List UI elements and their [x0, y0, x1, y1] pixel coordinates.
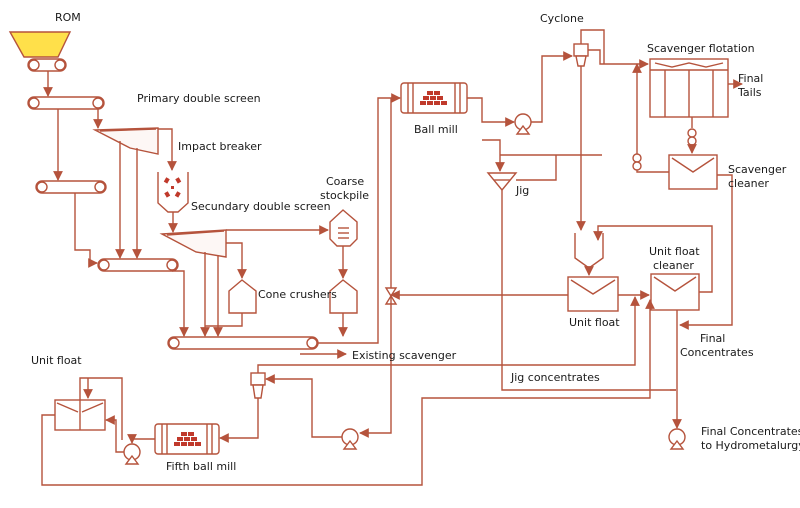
label-cone-crushers: Cone crushers: [258, 288, 337, 301]
conveyor-1: [27, 96, 105, 110]
cyclone-lower: [250, 372, 266, 399]
label-final-hydro-1: Final Concentrates: [701, 425, 800, 438]
conveyor-3: [97, 258, 179, 272]
pump-existing-scavenger: [341, 428, 359, 450]
cone-crusher-2: [329, 279, 358, 314]
label-final-hydro-2: to Hydrometalurgy: [701, 439, 800, 452]
label-unit-float-mid: Unit float: [569, 316, 620, 329]
unit-float-left-cell: [54, 399, 106, 431]
label-scavenger-cleaner-1: Scavenger: [728, 163, 787, 176]
label-existing-scavenger: Existing scavenger: [352, 349, 457, 362]
label-ball-mill: Ball mill: [414, 123, 458, 136]
label-secundary-double-screen: Secundary double screen: [191, 200, 331, 213]
label-jig-concentrates: Jig concentrates: [511, 371, 600, 384]
scavenger-valve: [687, 128, 697, 146]
label-final-concentrates-2: Concentrates: [680, 346, 754, 359]
impact-breaker: [157, 172, 189, 213]
scavenger-cleaner-valve: [632, 153, 642, 171]
coarse-stockpile-silo: [329, 209, 358, 247]
conveyor-2: [35, 180, 107, 194]
label-fifth-ball-mill: Fifth ball mill: [166, 460, 237, 473]
label-scavenger-cleaner-2: cleaner: [728, 177, 769, 190]
unit-float-cleaner-cell: [650, 273, 700, 311]
label-coarse-stockpile-1: Coarse: [326, 175, 365, 188]
rom-conveyor: [27, 58, 67, 72]
label-unit-float-cleaner-1: Unit float: [649, 245, 700, 258]
jig: [486, 172, 518, 192]
label-final-tails-1: Final: [738, 72, 764, 85]
label-unit-float-cleaner-2: cleaner: [653, 259, 694, 272]
scavenger-cleaner-cell: [668, 154, 718, 190]
label-scavenger-flotation: Scavenger flotation: [647, 42, 755, 55]
label-rom: ROM: [55, 11, 81, 24]
label-final-tails-2: Tails: [738, 86, 762, 99]
label-impact-breaker: Impact breaker: [178, 140, 262, 153]
unit-float-cell: [567, 276, 619, 312]
label-cyclone: Cyclone: [540, 12, 584, 25]
pump-ball-mill: [514, 113, 532, 135]
primary-double-screen: [92, 127, 159, 155]
cone-crusher-1: [228, 279, 257, 314]
label-coarse-stockpile-2: stockpile: [320, 189, 370, 202]
secundary-double-screen: [159, 229, 227, 258]
label-jig: Jig: [516, 184, 530, 197]
pump-final-concentrates: [668, 428, 686, 450]
label-final-concentrates-1: Final: [700, 332, 726, 345]
ball-mill: [400, 82, 468, 114]
fifth-ball-mill: [154, 423, 220, 455]
label-unit-float-left: Unit float: [31, 354, 82, 367]
main-conveyor: [167, 336, 319, 350]
rom-hopper: [8, 31, 72, 58]
scavenger-flotation-cells: [649, 58, 729, 118]
cyclone: [573, 38, 589, 67]
label-primary-double-screen: Primary double screen: [137, 92, 261, 105]
pump-unit-float-left: [123, 443, 141, 465]
